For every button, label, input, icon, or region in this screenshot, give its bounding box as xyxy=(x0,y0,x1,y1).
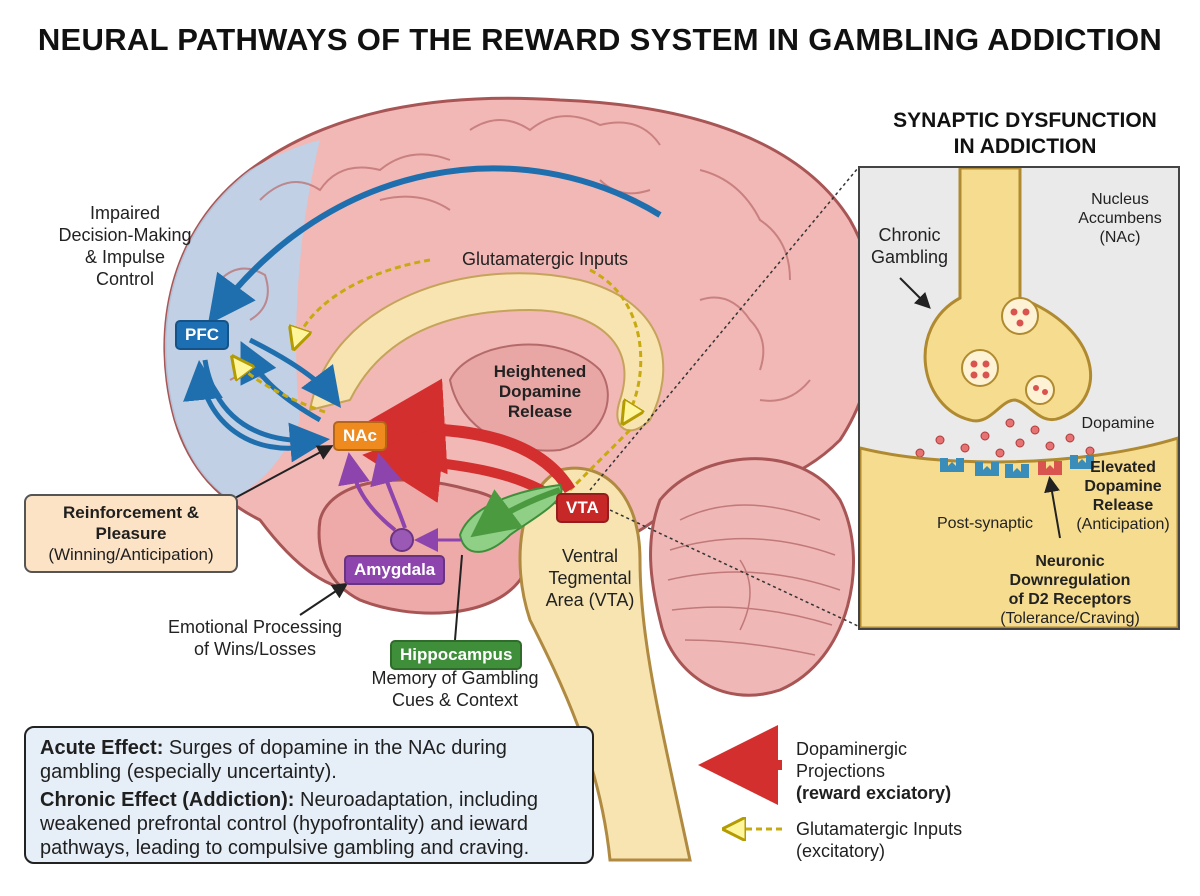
pfc-tag: PFC xyxy=(175,320,229,350)
nucleus-accumbens-label: Nucleus Accumbens (NAc) xyxy=(1078,191,1162,246)
glutamate-arrow-right xyxy=(589,268,641,420)
amygdala-arrow-right xyxy=(370,452,407,529)
postsynaptic-label: Post-synaptic xyxy=(936,515,1034,532)
glutamate-arrow-pfc xyxy=(235,360,326,414)
amygdala-tag: Amygdala xyxy=(344,555,446,585)
dopamine-molecules xyxy=(915,418,1095,458)
amygdala-node xyxy=(390,528,414,552)
cerebellum-folia xyxy=(667,504,841,656)
callout-emotional xyxy=(299,582,349,616)
heightened-dopamine-label: Heightened Dopamine Release xyxy=(493,362,587,421)
corpus-callosum xyxy=(308,272,665,432)
callout-reinforcement xyxy=(234,445,334,499)
vta-tag: VTA xyxy=(556,493,609,523)
blue-arrow-cortical xyxy=(207,165,662,325)
downregulation-label: Neuronic Downregulation of D2 Receptors … xyxy=(1000,553,1140,627)
blue-arrow-loop-return xyxy=(183,360,316,451)
nac-tag: NAc xyxy=(333,421,388,451)
summary-box: Acute Effect: Surges of dopamine in the … xyxy=(24,726,594,864)
glutamatergic-inputs-label: Glutamatergic Inputs xyxy=(461,249,629,269)
impaired-decision-label: Impaired Decision-Making & Impulse Contr… xyxy=(58,203,192,289)
synaptic-vesicles xyxy=(961,297,1055,405)
memory-cues-label: Memory of Gambling Cues & Context xyxy=(371,668,539,710)
inset-connector-top xyxy=(589,167,859,491)
elevated-release-label: Elevated Dopamine Release (Anticipation) xyxy=(1076,459,1170,533)
chronic-gambling-label: Chronic Gambling xyxy=(870,225,949,267)
legend-glutamate: Glutamatergic Inputs (excitatory) xyxy=(796,819,963,861)
acute-effect-text: Acute Effect: Surges of dopamine in the … xyxy=(40,737,507,783)
dopamine-label: Dopamine xyxy=(1081,415,1155,432)
chronic-arrow xyxy=(899,277,931,309)
glutamate-arrow-vta xyxy=(568,428,632,492)
postsynaptic-membrane xyxy=(860,436,1178,628)
synapse-drawing xyxy=(860,168,1178,628)
glutamate-arrow-top xyxy=(295,258,431,345)
inset-connector-bottom xyxy=(609,509,859,627)
receptor-arrow xyxy=(1044,476,1061,539)
page-title: NEURAL PATHWAYS OF THE REWARD SYSTEM IN … xyxy=(37,22,1163,57)
reinforcement-box: Reinforcement & Pleasure (Winning/Antici… xyxy=(24,494,238,573)
presynaptic-terminal xyxy=(923,168,1093,423)
brainstem xyxy=(518,466,692,862)
inset-title: SYNAPTIC DYSFUNCTION IN ADDICTION xyxy=(893,109,1157,158)
hippocampus-tag: Hippocampus xyxy=(390,640,523,670)
synapse-inset: Nucleus Accumbens (NAc) Chronic Gambling… xyxy=(858,166,1180,630)
amygdala-arrow-left xyxy=(338,452,397,532)
hippocampus-arrow xyxy=(470,487,561,538)
chronic-effect-text: Chronic Effect (Addiction): Neuroadaptat… xyxy=(40,789,538,859)
vta-description-label: Ventral Tegmental Area (VTA) xyxy=(545,546,635,610)
emotional-processing-label: Emotional Processing of Wins/Losses xyxy=(167,617,343,659)
d2-receptors xyxy=(940,455,1094,478)
gyri-lines xyxy=(219,115,811,402)
callout-memory xyxy=(454,554,463,641)
legend-dopamine: Dopaminergic Projections (reward exciato… xyxy=(796,739,952,803)
